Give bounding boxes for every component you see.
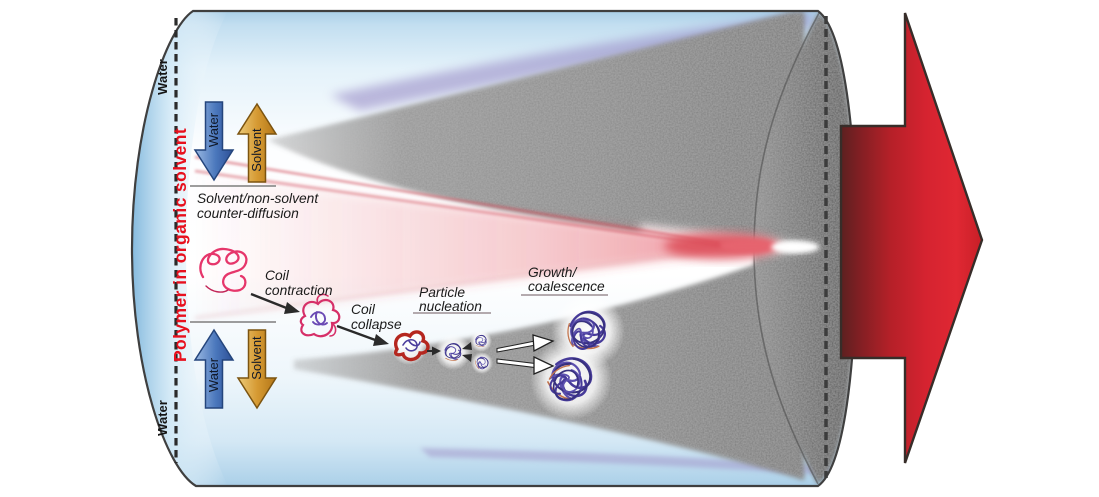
growth-arrow-upper (496, 334, 555, 353)
glow (470, 330, 492, 352)
nucleation-step-arrow (427, 346, 441, 356)
growth-arrow-lower (496, 355, 555, 375)
coil-collapse-arrow (336, 324, 389, 346)
red-stream-line-lower (194, 169, 723, 248)
glow (435, 334, 471, 370)
water-wall-label-bottom: Water (155, 400, 170, 436)
red-stream-line-bottom (194, 250, 701, 320)
growth-coalescence-label-line2: coalescence (528, 279, 605, 294)
polymer-coil-collapsed (393, 330, 430, 362)
counter-diffusion-caption-line1: Solvent/non-solvent (197, 191, 319, 206)
red-stream-line-upper (194, 155, 721, 245)
polymer-stream-title: Polymer in organic solvent (170, 128, 190, 362)
solvent-plume-top-wedge (268, 12, 804, 249)
water-wall-label-top: Water (155, 59, 170, 95)
water-arrow-label-top: Water (206, 112, 221, 147)
tube-left-cap-shading (132, 11, 228, 486)
coil-contraction-label-line2: contraction (265, 283, 333, 298)
solvent-arrow-label-bottom: Solvent (249, 336, 264, 380)
particle-nucleation-label-line2: nucleation (419, 299, 482, 314)
coil-collapse-label-line1: Coil (351, 302, 376, 317)
red-stream-core-bright (720, 239, 776, 253)
coil-contraction-label-line1: Coil (265, 268, 290, 283)
solvent-arrow-label-top: Solvent (249, 128, 264, 172)
growth-coalescence-label-line1: Growth/ (528, 265, 578, 280)
glow (471, 352, 493, 374)
aggregation-arrowheads (462, 342, 472, 362)
polymer-coil-contracted (299, 293, 341, 338)
tube-interior (132, 11, 856, 486)
counter-diffusion-caption-line2: counter-diffusion (197, 206, 299, 221)
glow (530, 338, 612, 420)
polymer-coil-expanded (199, 247, 248, 293)
particle-nucleation-label-line1: Particle (419, 285, 465, 300)
red-stream-wash (195, 175, 770, 320)
water-arrow-label-bottom: Water (206, 357, 221, 392)
coil-collapse-label-line2: collapse (351, 317, 402, 332)
stream-tip-glow (771, 241, 819, 253)
output-flow-arrow (839, 12, 984, 464)
coil-contraction-arrow (250, 292, 300, 314)
purple-streak-bottom (420, 448, 830, 475)
